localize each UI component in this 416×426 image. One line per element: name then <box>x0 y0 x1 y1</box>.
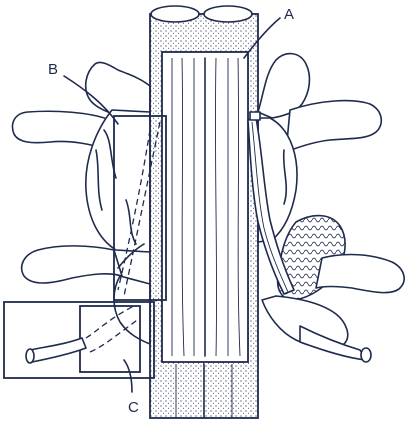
label-a-group: A <box>243 6 294 59</box>
top-bundle-left <box>150 5 200 23</box>
inset-box-b <box>113 115 167 301</box>
left-lower-transverse-process <box>20 245 123 284</box>
left-upper-transverse-process <box>11 110 111 151</box>
right-rod-construct <box>247 111 295 295</box>
label-c-group: C <box>123 359 139 416</box>
right-upper-transverse-process <box>285 99 383 153</box>
label-b-group: B <box>48 61 119 125</box>
label-b: B <box>48 61 58 78</box>
leader-b <box>63 75 119 125</box>
label-a: A <box>284 6 294 23</box>
box-b-frame <box>113 115 167 301</box>
leader-c <box>123 359 133 393</box>
left-nerve-root <box>29 337 87 363</box>
fixation-rod <box>247 117 295 295</box>
right-lower-transverse-process <box>315 253 405 294</box>
right-vertebra <box>257 52 405 363</box>
label-c: C <box>128 399 139 416</box>
cauda-equina-fibers <box>171 57 241 357</box>
inset-box-c <box>3 301 155 379</box>
left-vertebra <box>11 61 151 345</box>
dural-sac <box>149 5 259 419</box>
box-c-outer <box>3 301 155 379</box>
top-bundle-right <box>203 5 253 23</box>
leader-a <box>243 17 281 59</box>
